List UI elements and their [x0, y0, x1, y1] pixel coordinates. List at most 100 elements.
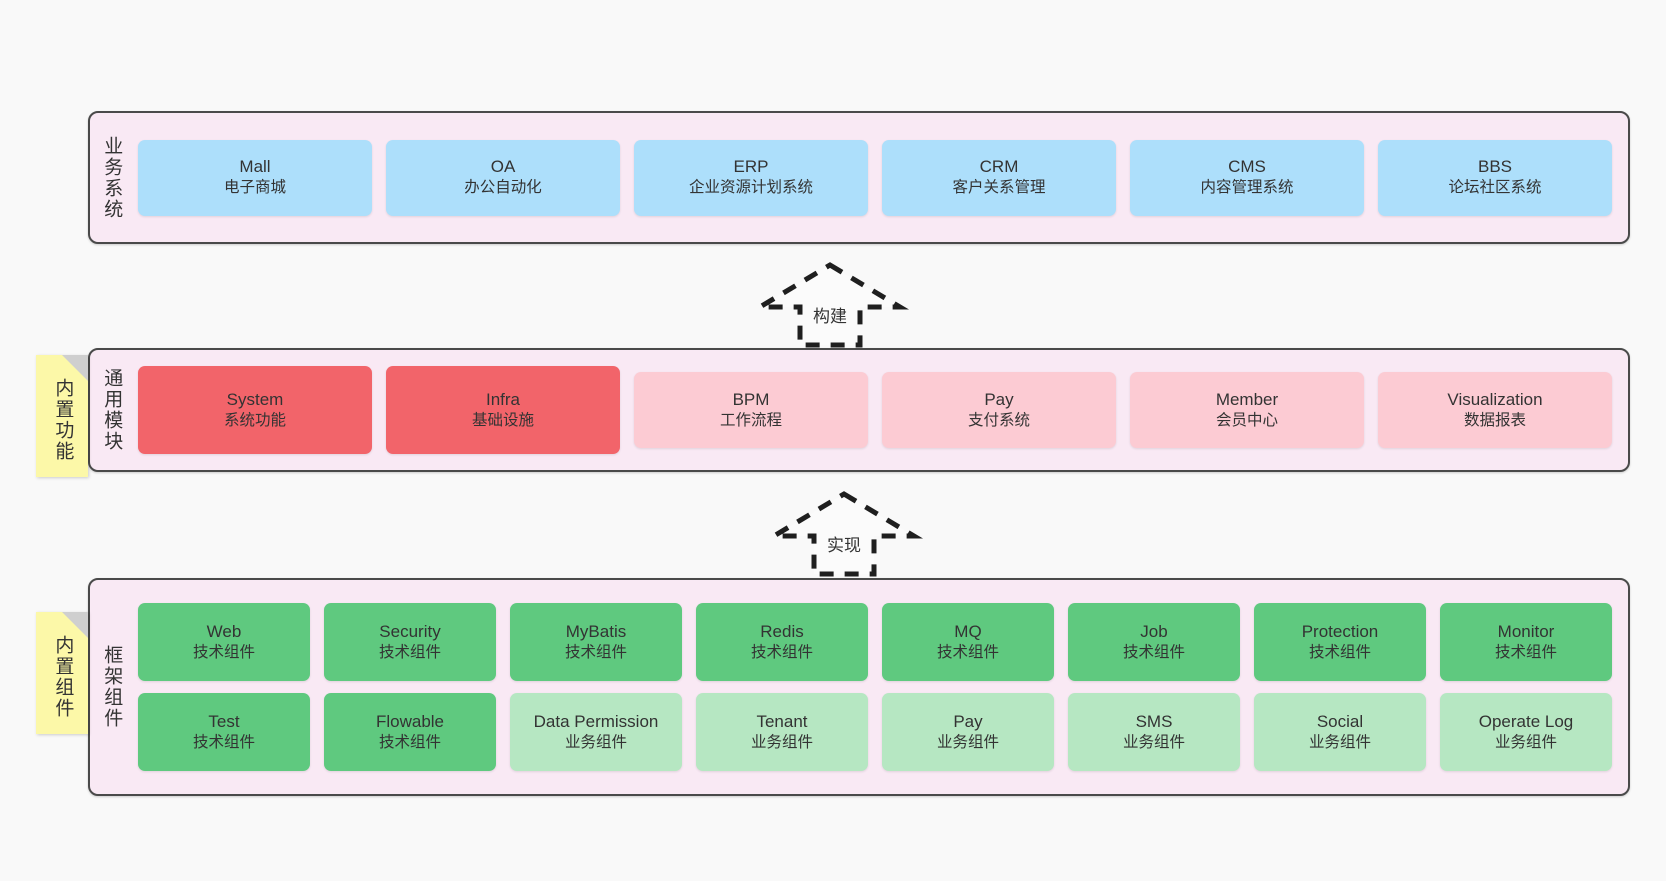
card-bpm-en: BPM	[732, 389, 770, 409]
card-tenant[interactable]: Tenant 业务组件	[696, 693, 868, 771]
card-pay-component[interactable]: Pay 业务组件	[882, 693, 1054, 771]
card-protection[interactable]: Protection 技术组件	[1254, 603, 1426, 681]
card-tenant-cn: 业务组件	[750, 733, 813, 751]
card-mall-en: Mall	[239, 157, 271, 177]
card-visualization-cn: 数据报表	[1463, 411, 1526, 429]
card-sms[interactable]: SMS 业务组件	[1068, 693, 1240, 771]
layer-framework-components: 框架组件 Web 技术组件 Security 技术组件 MyBatis 技术组件…	[88, 578, 1630, 796]
card-web[interactable]: Web 技术组件	[138, 603, 310, 681]
layer-title-common-modules: 通用模块	[101, 368, 123, 452]
note-builtin-function-label: 内置功能	[52, 378, 74, 462]
card-security-en: Security	[379, 621, 441, 641]
card-cms-cn: 内容管理系统	[1200, 179, 1294, 197]
card-sms-en: SMS	[1135, 711, 1173, 731]
card-mq-cn: 技术组件	[936, 643, 999, 661]
arrow-implement: 实现	[764, 491, 924, 577]
framework-row-business: Test 技术组件 Flowable 技术组件 Data Permission …	[138, 693, 1612, 771]
card-web-cn: 技术组件	[192, 643, 255, 661]
card-system-cn: 系统功能	[223, 411, 286, 429]
layer-body-framework-components: Web 技术组件 Security 技术组件 MyBatis 技术组件 Redi…	[132, 580, 1628, 794]
card-crm-en: CRM	[979, 157, 1019, 177]
card-oa[interactable]: OA 办公自动化	[386, 139, 620, 216]
card-flowable[interactable]: Flowable 技术组件	[324, 693, 496, 771]
card-social-en: Social	[1316, 711, 1364, 731]
card-mall-cn: 电子商城	[223, 179, 286, 197]
card-data-permission-cn: 业务组件	[564, 733, 627, 751]
card-flowable-cn: 技术组件	[378, 733, 441, 751]
card-job[interactable]: Job 技术组件	[1068, 603, 1240, 681]
card-member-cn: 会员中心	[1215, 411, 1278, 429]
card-infra-en: Infra	[485, 389, 521, 409]
card-mybatis-cn: 技术组件	[564, 643, 627, 661]
card-bbs[interactable]: BBS 论坛社区系统	[1378, 139, 1612, 216]
card-operate-log-en: Operate Log	[1478, 711, 1574, 731]
card-protection-cn: 技术组件	[1308, 643, 1371, 661]
card-social[interactable]: Social 业务组件	[1254, 693, 1426, 771]
note-builtin-function: 内置功能	[36, 355, 88, 477]
card-security[interactable]: Security 技术组件	[324, 603, 496, 681]
card-social-cn: 业务组件	[1308, 733, 1371, 751]
card-infra-cn: 基础设施	[471, 411, 534, 429]
card-pay-component-cn: 业务组件	[936, 733, 999, 751]
card-job-en: Job	[1140, 621, 1168, 641]
card-test-cn: 技术组件	[192, 733, 255, 751]
card-system[interactable]: System 系统功能	[138, 366, 372, 454]
card-redis[interactable]: Redis 技术组件	[696, 603, 868, 681]
card-pay-module[interactable]: Pay 支付系统	[882, 372, 1116, 448]
card-visualization-en: Visualization	[1447, 389, 1543, 409]
card-erp-cn: 企业资源计划系统	[688, 179, 813, 197]
layer-business-systems: 业务系统 Mall 电子商城 OA 办公自动化 ERP 企业资源计划系统 CRM…	[88, 111, 1630, 244]
note-fold-icon	[62, 355, 88, 381]
card-mq[interactable]: MQ 技术组件	[882, 603, 1054, 681]
card-bbs-cn: 论坛社区系统	[1448, 179, 1542, 197]
card-bpm[interactable]: BPM 工作流程	[634, 372, 868, 448]
card-cms[interactable]: CMS 内容管理系统	[1130, 139, 1364, 216]
card-system-en: System	[226, 389, 284, 409]
card-security-cn: 技术组件	[378, 643, 441, 661]
card-data-permission[interactable]: Data Permission 业务组件	[510, 693, 682, 771]
card-cms-en: CMS	[1228, 157, 1266, 177]
card-mall[interactable]: Mall 电子商城	[138, 139, 372, 216]
layer-body-common-modules: System 系统功能 Infra 基础设施 BPM 工作流程 Pay 支付系统…	[132, 350, 1628, 470]
card-data-permission-en: Data Permission	[533, 711, 659, 731]
card-bpm-cn: 工作流程	[719, 411, 782, 429]
card-flowable-en: Flowable	[375, 711, 445, 731]
card-member[interactable]: Member 会员中心	[1130, 372, 1364, 448]
layer-title-framework-components: 框架组件	[101, 645, 123, 729]
layer-title-business-systems: 业务系统	[101, 135, 123, 220]
card-job-cn: 技术组件	[1122, 643, 1185, 661]
arrow-implement-label: 实现	[824, 531, 864, 556]
framework-row-tech: Web 技术组件 Security 技术组件 MyBatis 技术组件 Redi…	[138, 603, 1612, 681]
card-oa-en: OA	[490, 157, 516, 177]
card-crm[interactable]: CRM 客户关系管理	[882, 139, 1116, 216]
card-visualization[interactable]: Visualization 数据报表	[1378, 372, 1612, 448]
note-builtin-component: 内置组件	[36, 612, 88, 734]
card-mybatis-en: MyBatis	[565, 621, 627, 641]
note-builtin-component-label: 内置组件	[52, 635, 74, 719]
card-bbs-en: BBS	[1477, 157, 1513, 177]
card-redis-en: Redis	[760, 621, 804, 641]
layer-body-business-systems: Mall 电子商城 OA 办公自动化 ERP 企业资源计划系统 CRM 客户关系…	[132, 113, 1628, 242]
card-tenant-en: Tenant	[756, 711, 808, 731]
card-monitor-cn: 技术组件	[1494, 643, 1557, 661]
card-operate-log[interactable]: Operate Log 业务组件	[1440, 693, 1612, 771]
card-mybatis[interactable]: MyBatis 技术组件	[510, 603, 682, 681]
card-monitor[interactable]: Monitor 技术组件	[1440, 603, 1612, 681]
card-pay-module-en: Pay	[984, 389, 1014, 409]
card-pay-component-en: Pay	[953, 711, 983, 731]
card-member-en: Member	[1215, 389, 1279, 409]
card-oa-cn: 办公自动化	[464, 179, 542, 197]
card-monitor-en: Monitor	[1497, 621, 1555, 641]
card-crm-cn: 客户关系管理	[952, 179, 1046, 197]
card-test-en: Test	[208, 711, 240, 731]
layer-common-modules: 通用模块 System 系统功能 Infra 基础设施 BPM 工作流程 Pay…	[88, 348, 1630, 472]
note-fold-icon	[62, 612, 88, 638]
arrow-build-label: 构建	[810, 302, 850, 327]
card-infra[interactable]: Infra 基础设施	[386, 366, 620, 454]
card-operate-log-cn: 业务组件	[1494, 733, 1557, 751]
card-mq-en: MQ	[954, 621, 982, 641]
card-test[interactable]: Test 技术组件	[138, 693, 310, 771]
card-sms-cn: 业务组件	[1122, 733, 1185, 751]
card-erp[interactable]: ERP 企业资源计划系统	[634, 139, 868, 216]
card-pay-module-cn: 支付系统	[967, 411, 1030, 429]
